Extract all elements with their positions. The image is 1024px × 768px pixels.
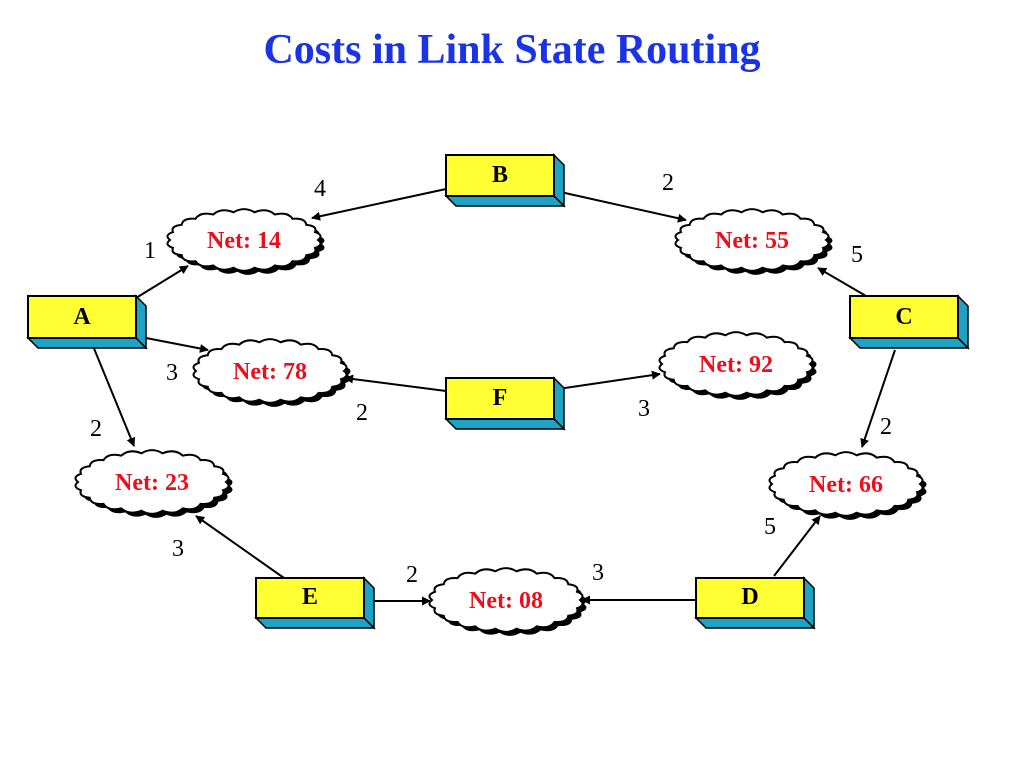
cost-labels: 1 4 2 5 3 2 3 2 2 3 2 3 5	[90, 170, 892, 588]
link-c-net55	[817, 267, 867, 297]
cost-label: 1	[144, 238, 156, 264]
links	[92, 188, 896, 606]
router-label-d: D	[741, 584, 758, 610]
router-label-f: F	[493, 385, 508, 411]
router-a: A	[26, 294, 148, 350]
network-cloud-92: Net: 92	[658, 331, 817, 400]
link-d-net66	[773, 515, 821, 577]
routers: A B C F	[26, 153, 970, 630]
network-label-55: Net: 55	[715, 228, 789, 254]
router-side	[694, 617, 816, 629]
router-d: D	[694, 576, 816, 630]
router-side	[444, 418, 566, 430]
router-face	[695, 577, 805, 619]
router-label-e: E	[302, 584, 318, 610]
router-side	[848, 337, 970, 349]
link-f-net78	[344, 374, 447, 392]
router-side	[26, 337, 148, 349]
link-c-net66	[860, 349, 896, 448]
network-cloud-66: Net: 66	[768, 451, 927, 520]
link-b-net14	[311, 188, 447, 221]
network-label-78: Net: 78	[233, 359, 307, 385]
cost-label: 3	[592, 560, 604, 586]
network-label-66: Net: 66	[809, 472, 883, 498]
cloud-shape	[192, 338, 348, 404]
network-clouds: Net: 14 Net: 55 Net: 78 Net: 92 Net: 23 …	[74, 208, 927, 636]
router-label-a: A	[73, 304, 91, 330]
network-label-92: Net: 92	[699, 352, 773, 378]
cost-label: 4	[314, 176, 326, 202]
network-label-08: Net: 08	[469, 588, 543, 614]
cloud-shape	[674, 208, 830, 272]
network-cloud-55: Net: 55	[674, 208, 833, 275]
router-face	[445, 154, 555, 197]
router-face	[445, 377, 555, 420]
cloud-shape	[166, 208, 322, 272]
link-f-net92	[557, 370, 661, 390]
router-label-b: B	[492, 162, 508, 188]
cost-label: 2	[90, 416, 102, 442]
link-b-net55	[555, 190, 687, 223]
router-e: E	[254, 576, 376, 630]
router-side	[444, 195, 566, 207]
cost-label: 2	[356, 400, 368, 426]
cost-label: 2	[880, 414, 892, 440]
router-face	[27, 295, 137, 339]
network-label-23: Net: 23	[115, 470, 189, 496]
router-face	[255, 577, 365, 619]
cost-label: 2	[662, 170, 674, 196]
cost-label: 2	[406, 562, 418, 588]
router-c: C	[848, 294, 970, 350]
router-b: B	[444, 153, 566, 208]
cost-label: 3	[166, 360, 178, 386]
router-side	[254, 617, 376, 629]
cost-label: 3	[172, 536, 184, 562]
cloud-shape	[768, 451, 924, 517]
router-face	[849, 295, 959, 339]
router-label-c: C	[895, 304, 912, 330]
cost-label: 5	[764, 514, 776, 540]
link-e-net23	[195, 515, 285, 579]
slide-title: Costs in Link State Routing	[263, 27, 761, 73]
cloud-shape	[428, 567, 584, 633]
network-cloud-08: Net: 08	[428, 567, 587, 636]
cloud-shape	[658, 331, 814, 397]
link-a-net14	[135, 265, 189, 299]
link-a-net78	[145, 337, 209, 353]
network-cloud-14: Net: 14	[166, 208, 325, 275]
cloud-shape	[74, 449, 230, 515]
network-label-14: Net: 14	[207, 228, 281, 254]
network-cloud-23: Net: 23	[74, 449, 233, 518]
cost-label: 3	[638, 396, 650, 422]
router-f: F	[444, 376, 566, 431]
cost-label: 5	[851, 242, 863, 268]
link-a-net23	[92, 345, 136, 447]
network-cloud-78: Net: 78	[192, 338, 351, 407]
